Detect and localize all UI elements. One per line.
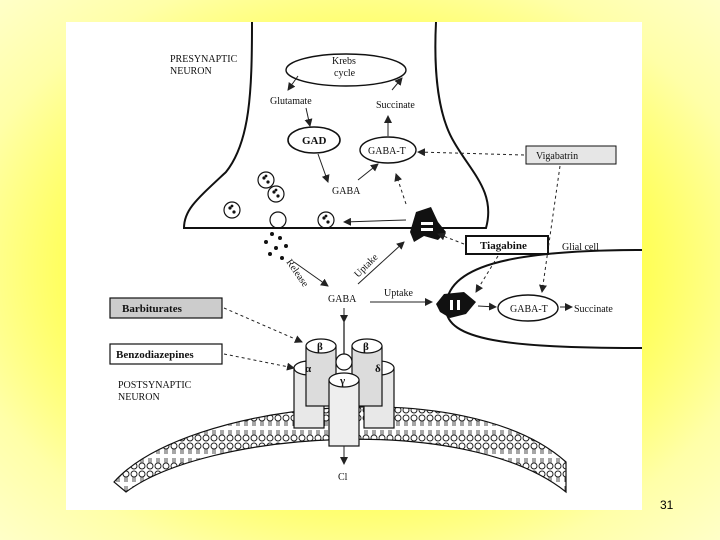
- postsynaptic-label-line2: NEURON: [118, 392, 160, 403]
- succinate-glial-label: Succinate: [574, 304, 613, 315]
- chloride-label: Cl: [338, 472, 348, 483]
- vesicles: [223, 171, 335, 229]
- release-label: Release: [284, 257, 311, 289]
- arrows: [223, 75, 573, 465]
- gad-enzyme: [287, 126, 341, 154]
- gaba-synapse-diagram: PRESYNAPTIC NEURON Krebs cycle Glutamate…: [109, 22, 642, 494]
- krebs-cycle-loop: [285, 53, 407, 87]
- gaba-transporter-presynaptic: [410, 207, 446, 242]
- subunit-beta-2: β: [363, 341, 369, 353]
- presynaptic-membrane: [182, 22, 490, 229]
- postsynaptic-label-line1: POSTSYNAPTIC: [118, 380, 192, 391]
- subunit-beta-1: β: [317, 341, 323, 353]
- glial-membrane: [444, 249, 642, 349]
- subunit-delta: δ: [375, 363, 381, 375]
- diagram-panel: PRESYNAPTIC NEURON Krebs cycle Glutamate…: [66, 22, 642, 510]
- slide-number: 31: [660, 498, 674, 512]
- uptake-label-2: Uptake: [384, 288, 413, 299]
- gaba-t-enzyme-glial: [497, 294, 559, 322]
- tiagabine-label: Tiagabine: [480, 240, 527, 252]
- gaba-t-enzyme-top: [359, 136, 417, 164]
- postsynaptic-membrane: [113, 406, 567, 494]
- vesicle-contents: [228, 174, 330, 224]
- subunit-gamma: γ: [339, 375, 345, 387]
- vigabatrin-label: Vigabatrin: [536, 151, 578, 162]
- presynaptic-label-line1: PRESYNAPTIC: [170, 54, 238, 65]
- krebs-label-line2: cycle: [334, 68, 356, 79]
- released-gaba-dots: [264, 232, 288, 260]
- benzodiazepines-box: [109, 343, 223, 365]
- subunit-alpha: α: [305, 363, 312, 375]
- gaba-t-glial-label: GABA-T: [510, 304, 548, 315]
- gaba-a-receptor: [293, 322, 395, 447]
- glutamate-label: Glutamate: [270, 96, 312, 107]
- vigabatrin-box: [525, 145, 617, 165]
- barbiturates-label: Barbiturates: [122, 303, 183, 315]
- succinate-top-label: Succinate: [376, 100, 415, 111]
- gad-label: GAD: [302, 135, 327, 147]
- gaba-cleft-label: GABA: [328, 294, 357, 305]
- gaba-t-top-label: GABA-T: [368, 146, 406, 157]
- presynaptic-label-line2: NEURON: [170, 66, 212, 77]
- tiagabine-box: [465, 235, 549, 255]
- barbiturates-box: [109, 297, 223, 319]
- gaba-presyn-label: GABA: [332, 186, 361, 197]
- gaba-transporter-glial: [436, 292, 476, 318]
- benzodiazepines-label: Benzodiazepines: [116, 349, 194, 361]
- krebs-label-line1: Krebs: [332, 56, 356, 67]
- glial-cell-label: Glial cell: [562, 242, 599, 253]
